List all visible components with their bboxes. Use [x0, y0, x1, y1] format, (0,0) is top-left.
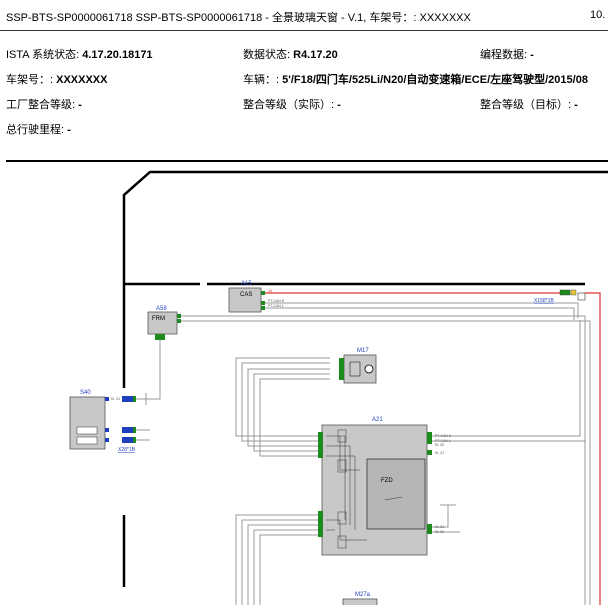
vin-label: 车架号：:	[6, 74, 57, 86]
target-level-value: -	[574, 99, 578, 111]
x158-connector: X158*1B	[534, 289, 586, 304]
section-divider	[6, 160, 608, 162]
fzd-pin-label-pt-can-l: PT-CAN L	[435, 439, 451, 443]
s40-pin	[105, 397, 109, 401]
cas-name-label: CAS	[240, 292, 252, 298]
s40-button-lower	[76, 436, 98, 445]
cas-pin-label-15: 15	[268, 289, 272, 293]
m17-switch-symbol	[349, 361, 361, 377]
actual-level-label: 整合等级（实际）:	[243, 99, 338, 111]
vin: 车架号：: XXXXXXX	[6, 71, 107, 87]
fzd-left-connector-lower	[318, 511, 323, 537]
s40-kl31-label: KL 31	[111, 397, 120, 401]
x28-label: X28*1B	[118, 447, 136, 453]
x28-plug	[122, 427, 133, 433]
cas-pin-label-pt-can-l: PT-CAN L	[268, 304, 284, 308]
fzd-left-connector-upper	[318, 432, 323, 458]
frm-name-label: FRM	[152, 316, 165, 322]
m27a-motor: M27a	[342, 592, 378, 605]
m17-motor: M17	[339, 348, 377, 384]
x28-pin	[133, 437, 136, 443]
x28-plug	[122, 396, 133, 402]
ground-bus-lines	[122, 170, 608, 587]
data-status-value: R4.17.20	[293, 49, 338, 61]
cas-pin	[261, 306, 265, 310]
header-bar: SSP-BTS-SP0000061718 SSP-BTS-SP000006171…	[0, 0, 608, 31]
fzd-inner-box	[366, 458, 426, 530]
s40-button-upper	[76, 426, 98, 435]
mileage-label: 总行驶里程:	[6, 124, 68, 136]
fzd-switch-symbol	[384, 496, 403, 501]
factory-integration-level: 工厂整合等级: -	[6, 96, 82, 112]
programming-data-value: -	[530, 49, 534, 61]
ista-status: ISTA 系统状态: 4.17.20.18171	[6, 46, 153, 62]
total-mileage: 总行驶里程: -	[6, 121, 71, 137]
cas-pin	[261, 291, 265, 295]
data-status-label: 数据状态:	[243, 49, 294, 61]
vehicle: 车辆：: 5'/F18/四门车/525Li/N20/自动变速箱/ECE/左座驾驶…	[243, 71, 588, 87]
actual-level-value: -	[337, 99, 341, 111]
s40-pin	[105, 438, 109, 442]
cas-pin-label-pt-can-h: PT-CAN H	[268, 299, 285, 303]
fzd-internal-traces	[326, 429, 367, 549]
a58-ref-label: A58	[156, 306, 167, 312]
page-number-fragment: 10.	[590, 9, 606, 21]
s40-pin	[105, 428, 109, 432]
vin-value: XXXXXXX	[56, 74, 108, 86]
ista-status-label: ISTA 系统状态:	[6, 49, 83, 61]
target-integration-level: 整合等级（目标）: -	[480, 96, 578, 112]
fzd-module: A21 FZD PT-CAN H PT-CAN L KL 30 KL 31 KL…	[318, 417, 452, 556]
s40-switch: S40 KL 31	[69, 390, 120, 450]
m17-connector	[339, 358, 344, 380]
fzd-pin-label-kl30-lower: KL 30	[435, 530, 444, 534]
m17-ref-label: M17	[357, 348, 369, 354]
m27a-ref-label: M27a	[355, 592, 371, 598]
factory-level-label: 工厂整合等级:	[6, 99, 79, 111]
fzd-right-connector-upper	[427, 432, 432, 444]
fzd-right-connector-lower	[427, 524, 432, 534]
factory-level-value: -	[78, 99, 82, 111]
fzd-pin-label-pt-can-h: PT-CAN H	[435, 434, 452, 438]
data-status: 数据状态: R4.17.20	[243, 46, 338, 62]
ista-status-value: 4.17.20.18171	[82, 49, 153, 61]
fzd-pin-label-kl31: KL 31	[435, 451, 444, 455]
x158-terminal	[577, 292, 586, 301]
cas-box	[228, 287, 262, 313]
fzd-pin-label-kl31-lower: KL 31	[435, 525, 444, 529]
a21-ref-label: A21	[372, 417, 383, 423]
s40-ref-label: S40	[80, 390, 91, 396]
x28-plug	[122, 437, 133, 443]
x28-connector: X28*1B	[118, 396, 136, 453]
cas-module: A15 CAS 15 PT-CAN H PT-CAN L	[228, 281, 285, 313]
mileage-value: -	[67, 124, 71, 136]
x28-pin	[133, 427, 136, 433]
x158-label: X158*1B	[534, 298, 554, 304]
gray-signal-wires	[135, 302, 591, 605]
fzd-name-label: FZD	[381, 478, 393, 484]
programming-data-label: 编程数据:	[480, 49, 531, 61]
document-title: SSP-BTS-SP0000061718 SSP-BTS-SP000006171…	[6, 12, 471, 24]
fzd-right-pin	[427, 450, 432, 455]
vehicle-value: 5'/F18/四门车/525Li/N20/自动变速箱/ECE/左座驾驶型/201…	[282, 74, 588, 86]
target-level-label: 整合等级（目标）:	[480, 99, 575, 111]
frm-pin	[177, 319, 181, 323]
red-power-wire	[265, 292, 601, 605]
fzd-pin-label-kl30: KL 30	[435, 443, 444, 447]
programming-data: 编程数据: -	[480, 46, 534, 62]
vehicle-label: 车辆：:	[243, 74, 283, 86]
x28-pin	[133, 396, 136, 402]
a15-ref-label: A15	[241, 281, 252, 287]
m17-motor-symbol	[364, 364, 374, 374]
x158-plug	[559, 289, 571, 296]
cas-pin	[261, 301, 265, 305]
actual-integration-level: 整合等级（实际）: -	[243, 96, 341, 112]
x158-fuse	[570, 289, 577, 296]
frm-module: A58 FRM	[147, 306, 181, 340]
frm-bottom-pin	[155, 334, 165, 340]
m27a-box	[342, 598, 378, 605]
frm-pin	[177, 314, 181, 318]
